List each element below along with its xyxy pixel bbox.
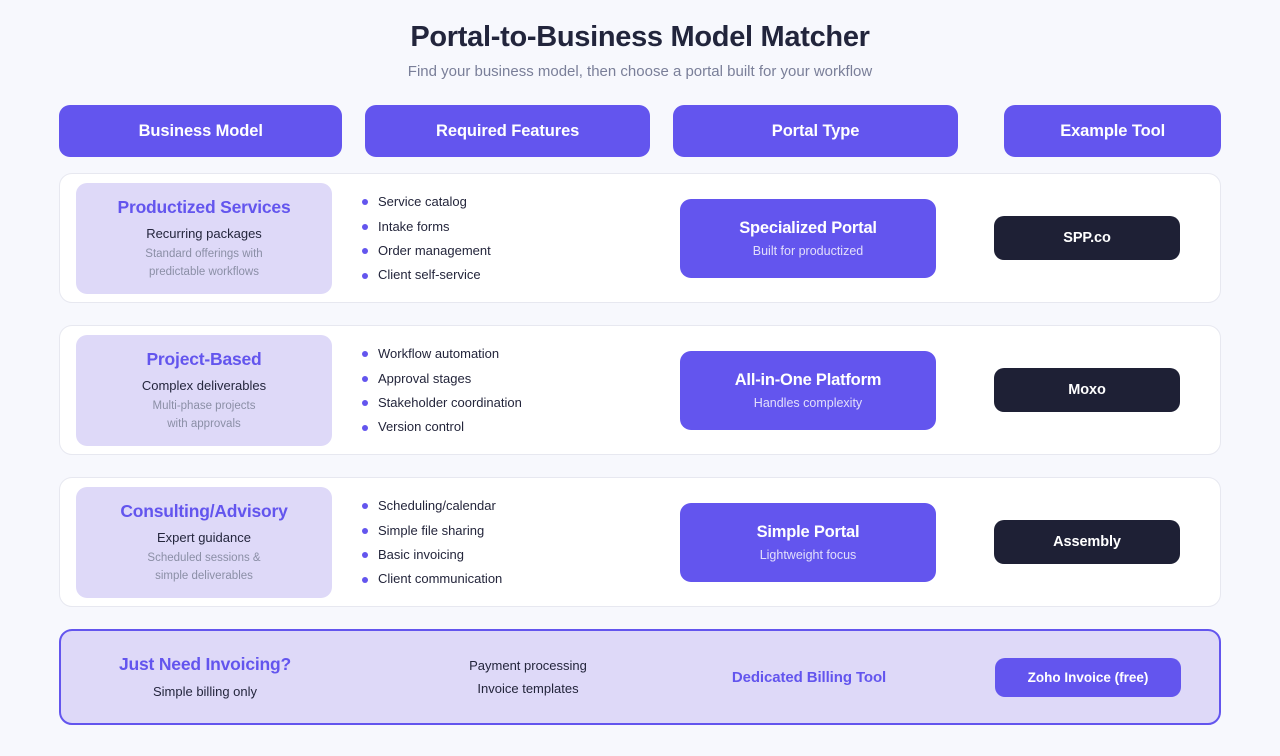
column-header-example-tool[interactable]: Example Tool: [1004, 105, 1222, 157]
portal-type-chip[interactable]: Specialized Portal Built for productized: [680, 198, 936, 278]
list-item: Service catalog: [362, 190, 672, 214]
table-row: Productized Services Recurring packages …: [59, 173, 1221, 303]
footnote-row: Just Need Invoicing? Simple billing only…: [59, 629, 1221, 725]
list-item: Client communication: [362, 567, 672, 591]
portal-type-sub: Built for productized: [752, 243, 864, 258]
feature-label: Simple file sharing: [378, 522, 485, 538]
feature-label: Basic invoicing: [378, 547, 464, 562]
business-model-chip[interactable]: Consulting/Advisory Expert guidance Sche…: [76, 486, 332, 598]
list-item: Intake forms: [362, 215, 672, 239]
business-model-summary: Recurring packages: [146, 225, 262, 241]
list-item: Simple file sharing: [362, 519, 672, 543]
list-item: Stakeholder coordination: [362, 391, 672, 415]
list-item: Client self-service: [362, 263, 672, 287]
business-model-detail-line2: with approvals: [167, 417, 241, 430]
feature-list: Workflow automation Approval stages Stak…: [362, 340, 672, 440]
bullet-dot-icon: [362, 503, 368, 510]
business-model-chip[interactable]: Project-Based Complex deliverables Multi…: [76, 334, 332, 446]
table-row: Project-Based Complex deliverables Multi…: [59, 325, 1221, 455]
page-header: Portal-to-Business Model Matcher Find yo…: [0, 0, 1280, 83]
example-tool-chip[interactable]: SPP.co: [994, 216, 1180, 260]
portal-type-chip[interactable]: All-in-One Platform Handles complexity: [680, 350, 936, 430]
footnote-feature-list: Payment processing Invoice templates: [363, 654, 673, 700]
feature-label: Client communication: [378, 571, 503, 587]
list-item: Version control: [362, 415, 672, 439]
bullet-dot-icon: [362, 272, 368, 279]
business-model-name: Project-Based: [146, 348, 262, 369]
bullet-dot-icon: [362, 248, 368, 255]
bullet-dot-icon: [362, 527, 368, 534]
footnote-summary: Simple billing only: [152, 684, 258, 699]
portal-type-sub: Lightweight focus: [759, 547, 857, 562]
feature-label: Order management: [378, 243, 491, 258]
footnote-tool-chip[interactable]: Zoho Invoice (free): [995, 657, 1181, 697]
bullet-dot-icon: [362, 424, 368, 431]
page-subtitle: Find your business model, then choose a …: [407, 63, 873, 80]
column-header-portal-type[interactable]: Portal Type: [672, 105, 959, 157]
bullet-dot-icon: [362, 576, 368, 583]
portal-type-chip[interactable]: Simple Portal Lightweight focus: [680, 502, 936, 582]
business-model-detail-line2: predictable workflows: [149, 265, 259, 278]
feature-list: Scheduling/calendar Simple file sharing …: [362, 492, 672, 592]
portal-type-name: Simple Portal: [756, 522, 860, 541]
bullet-dot-icon: [362, 199, 368, 206]
rows-container: Productized Services Recurring packages …: [59, 173, 1221, 725]
business-model-chip[interactable]: Productized Services Recurring packages …: [76, 182, 332, 294]
list-item: Basic invoicing: [362, 543, 672, 567]
portal-type-name: All-in-One Platform: [734, 370, 882, 389]
feature-label: Workflow automation: [378, 346, 500, 362]
column-headers: Business Model Required Features Portal …: [59, 105, 1222, 157]
feature-label: Approval stages: [378, 370, 472, 386]
business-model-summary: Complex deliverables: [141, 377, 267, 393]
footnote-feature: Invoice templates: [477, 681, 579, 696]
footnote-model: Just Need Invoicing? Simple billing only: [77, 652, 333, 702]
footnote-title: Just Need Invoicing?: [119, 654, 291, 674]
list-item: Approval stages: [362, 367, 672, 391]
feature-list: Service catalog Intake forms Order manag…: [362, 188, 672, 288]
footnote-portal-type: Dedicated Billing Tool: [731, 668, 887, 686]
bullet-dot-icon: [362, 400, 368, 407]
business-model-detail-line1: Standard offerings with: [145, 247, 263, 260]
business-model-name: Consulting/Advisory: [120, 500, 288, 521]
list-item: Scheduling/calendar: [362, 494, 672, 518]
portal-type-sub: Handles complexity: [753, 395, 863, 410]
feature-label: Service catalog: [378, 194, 467, 210]
page-title: Portal-to-Business Model Matcher: [410, 21, 870, 53]
example-tool-chip[interactable]: Assembly: [994, 520, 1180, 564]
portal-type-name: Specialized Portal: [739, 218, 877, 237]
business-model-detail-line2: simple deliverables: [155, 569, 253, 582]
feature-label: Intake forms: [378, 218, 450, 234]
list-item: Order management: [362, 239, 672, 263]
feature-label: Scheduling/calendar: [378, 498, 496, 514]
bullet-dot-icon: [362, 223, 368, 230]
bullet-dot-icon: [362, 351, 368, 358]
feature-label: Client self-service: [378, 267, 481, 283]
business-model-detail-line1: Multi-phase projects: [152, 399, 256, 412]
list-item: Workflow automation: [362, 342, 672, 366]
bullet-dot-icon: [362, 375, 368, 382]
feature-label: Version control: [378, 419, 464, 435]
example-tool-chip[interactable]: Moxo: [994, 368, 1180, 412]
column-header-required-features[interactable]: Required Features: [365, 105, 650, 157]
business-model-name: Productized Services: [117, 196, 291, 217]
business-model-summary: Expert guidance: [157, 529, 251, 545]
feature-label: Stakeholder coordination: [378, 395, 522, 410]
footnote-feature: Payment processing: [469, 658, 587, 673]
business-model-detail-line1: Scheduled sessions &: [147, 551, 261, 564]
bullet-dot-icon: [362, 552, 368, 559]
table-row: Consulting/Advisory Expert guidance Sche…: [59, 477, 1221, 607]
column-header-business-model[interactable]: Business Model: [59, 105, 343, 157]
